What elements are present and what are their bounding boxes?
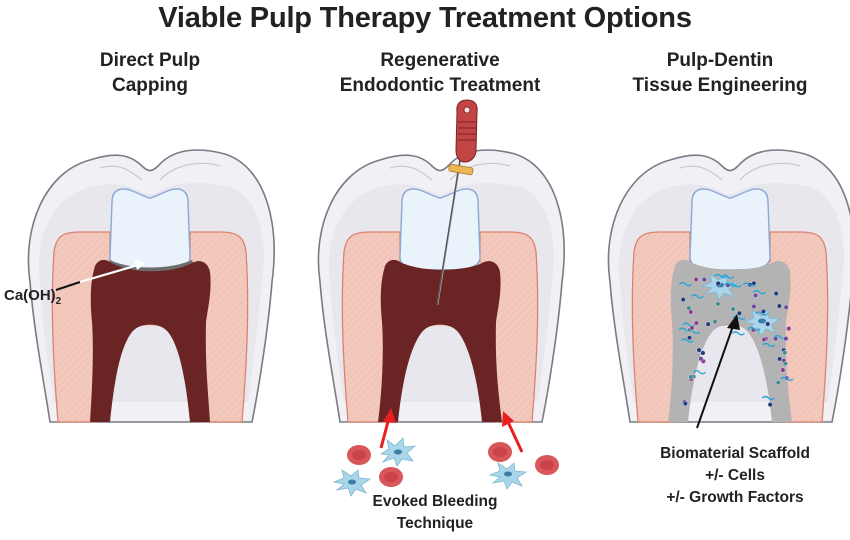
- scaffold-particle-icon: [783, 336, 789, 342]
- scaffold-particle-icon: [780, 367, 786, 373]
- red-blood-cell-icon: [488, 442, 512, 462]
- growth-factor-icon: [690, 294, 704, 299]
- scaffold-particle-icon: [767, 402, 773, 408]
- pulp-chamber: [90, 259, 211, 422]
- caoh-label: Ca(OH)2: [4, 287, 61, 307]
- scaffold-particle-icon: [777, 356, 783, 362]
- scaffold-particle-icon: [700, 350, 706, 356]
- growth-factor-icon: [714, 273, 728, 279]
- scaffold-particle-icon: [701, 276, 707, 283]
- caption-line: +/- Growth Factors: [666, 489, 804, 506]
- pulp-chamber: [378, 259, 502, 422]
- scaffold-particle-icon: [736, 310, 742, 316]
- growth-factor-icon: [723, 282, 737, 287]
- caption-biomaterial-scaffold: Biomaterial Scaffold +/- Cells +/- Growt…: [630, 443, 840, 509]
- file-handle: [455, 99, 478, 163]
- growth-factor-icon: [761, 395, 775, 401]
- caoh-arrow: [55, 259, 146, 291]
- growth-factor-icon: [731, 331, 745, 336]
- stem-cells: [332, 437, 528, 497]
- endodontic-file-icon: [436, 99, 478, 306]
- scaffold-particle-icon: [773, 290, 779, 297]
- scaffold-particle-icon: [688, 374, 694, 380]
- red-blood-cell-icon: [347, 445, 371, 465]
- tooth-regenerative-endodontic: [317, 149, 565, 423]
- scaffold-particle-icon: [698, 356, 704, 362]
- scaffold-particle-icon: [686, 335, 693, 341]
- scaffold-particle-icon: [693, 276, 699, 282]
- scaffold-particle-icon: [765, 321, 771, 327]
- caoh-label-subscript: 2: [55, 296, 62, 307]
- scaffold-particle-icon: [715, 301, 721, 307]
- growth-factor-icon: [732, 315, 746, 320]
- scaffold-particle-icon: [775, 380, 781, 386]
- caption-line: Biomaterial Scaffold: [660, 445, 810, 462]
- panel-title-line: Regenerative: [380, 50, 500, 71]
- scaffold-particle-icon: [783, 304, 789, 310]
- caption-evoked-bleeding: Evoked Bleeding Technique: [340, 491, 530, 535]
- growth-factor-icon: [747, 326, 761, 332]
- stem-cell-icon: [379, 437, 417, 467]
- caption-line: Technique: [396, 515, 474, 532]
- stem-cell-icon: [332, 469, 372, 497]
- scaffold-particle-icon: [776, 303, 782, 309]
- growth-factor-icon: [780, 376, 794, 382]
- scaffold-particle-icon: [786, 326, 792, 332]
- scaffold-particle-icon: [682, 400, 688, 407]
- scaffold-particle-icon: [761, 336, 767, 343]
- panel-title-line: Direct Pulp: [99, 50, 201, 71]
- red-blood-cell-icon: [535, 455, 559, 475]
- scaffold-particle-icon: [751, 303, 757, 310]
- scaffold-particle-icon: [680, 297, 686, 303]
- caption-line: Evoked Bleeding: [372, 493, 498, 510]
- scaffold-particle-icon: [688, 309, 694, 315]
- panel-title-pulp-dentin-tissue-engineering: Pulp-Dentin Tissue Engineering: [600, 48, 840, 98]
- panel-title-line: Tissue Engineering: [632, 75, 808, 96]
- panel-title-line: Endodontic Treatment: [339, 75, 541, 96]
- red-blood-cells: [347, 442, 559, 487]
- growth-factor-particles: [678, 273, 794, 408]
- biomaterial-scaffold: [668, 259, 792, 422]
- growth-factor-icon: [755, 311, 769, 316]
- panel-title-regenerative-endodontic-treatment: Regenerative Endodontic Treatment: [310, 48, 570, 98]
- scaffold-particle-icon: [760, 308, 767, 315]
- scaffold-particle-icon: [693, 320, 699, 326]
- bleeding-arrow-right: [502, 411, 524, 453]
- scaffold-particle-icon: [715, 280, 721, 286]
- tooth-tissue-engineering: [607, 149, 850, 423]
- scaffold-particle-icon: [730, 306, 736, 312]
- scaffold-particle-icon: [782, 361, 788, 367]
- growth-factor-icon: [692, 369, 706, 375]
- figure-title: Viable Pulp Therapy Treatment Options: [158, 2, 692, 34]
- scaffold-particle-icon: [712, 319, 718, 325]
- growth-factor-icon: [762, 342, 776, 348]
- stem-cell-icon: [742, 309, 782, 337]
- file-stopper: [448, 163, 474, 176]
- stem-cell-icon: [488, 462, 528, 490]
- scaffold-particle-icon: [696, 347, 702, 353]
- caoh-label-base: Ca(OH): [4, 287, 56, 304]
- bleeding-arrow-left: [379, 408, 396, 449]
- red-blood-cell-icon: [379, 467, 403, 487]
- scaffold-particle-icon: [753, 292, 759, 298]
- tooth-direct-pulp-capping: [27, 149, 275, 423]
- growth-factor-icon: [742, 282, 756, 287]
- growth-factor-icon: [678, 281, 692, 287]
- caption-line: +/- Cells: [705, 467, 765, 484]
- growth-factor-icon: [680, 338, 694, 343]
- panel-title-line: Pulp-Dentin: [666, 50, 774, 71]
- panel-title-direct-pulp-capping: Direct Pulp Capping: [30, 48, 270, 98]
- scaffold-particle-icon: [689, 325, 695, 331]
- panel-title-line: Capping: [112, 75, 188, 96]
- scaffold-contents: [678, 273, 794, 408]
- scaffold-arrow: [696, 314, 740, 429]
- growth-factor-icon: [752, 289, 766, 295]
- scaffold-particle-icon: [705, 321, 711, 327]
- scaffold-particle-icon: [782, 350, 788, 356]
- growth-factor-icon: [721, 274, 735, 279]
